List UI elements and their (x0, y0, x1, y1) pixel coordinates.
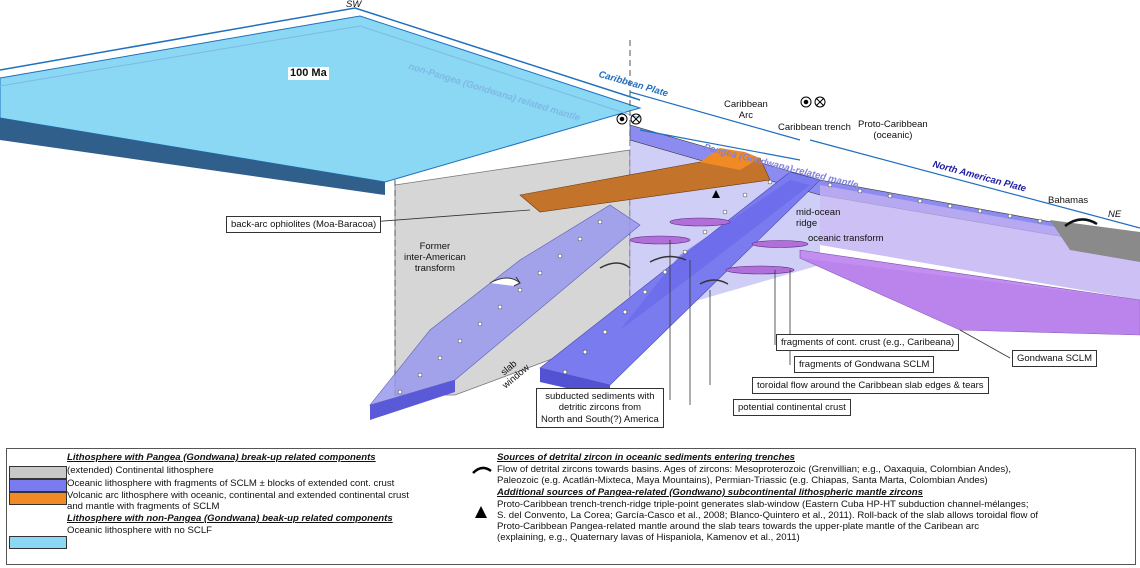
callout-gondwana-sclm: Gondwana SCLM (1012, 350, 1097, 368)
caribbean-trench-label: Caribbean trench (778, 122, 851, 133)
legend-flow-line-1: Flow of detrital zircons towards basins.… (497, 464, 1012, 475)
flow-arrow (699, 279, 729, 285)
slab-western-front (370, 380, 455, 420)
sediment-dots (397, 179, 1043, 395)
flow-arrow-icon (472, 466, 492, 474)
swatch-continental (9, 466, 67, 479)
non-pangea-oceanic-plate-top (0, 15, 642, 183)
triangle-icon (475, 506, 487, 518)
non-pangea-plate-front-edge (0, 118, 385, 195)
callout-toroidal-flow: toroidal flow around the Caribbean slab … (752, 377, 989, 395)
legend-item-oceanic-sclm: Oceanic lithosphere with fragments of SC… (67, 478, 395, 489)
block-diagram: 100 Ma (0, 7, 1140, 420)
legend-heading-pangea: Lithosphere with Pangea (Gondwana) break… (67, 452, 376, 463)
flow-arrow (1064, 218, 1098, 228)
fragment-lens (725, 265, 795, 275)
gondwana-sclm-lower (800, 258, 1140, 335)
legend-panel: Lithosphere with Pangea (Gondwana) break… (6, 448, 1136, 565)
fragment-lens (669, 217, 731, 227)
orientation-ne: NE (1108, 209, 1122, 220)
mid-ocean-ridge-label: mid-ocean ridge (796, 207, 841, 229)
leader-lines (369, 209, 1011, 405)
legend-triple-line-1: Proto-Caribbean trench-trench-ridge trip… (497, 499, 1029, 510)
legend-triple-line-2: S. del Convento, La Corea; García-Casco … (497, 510, 1039, 521)
swatch-oceanic-sclm (9, 479, 67, 492)
plate-outline-line-2 (0, 25, 641, 119)
callout-potential-continental-crust: potential continental crust (733, 399, 851, 417)
legend-triple-line-3: Proto-Caribbean Pangea-related mantle ar… (497, 521, 980, 532)
slab-eastern-2 (620, 180, 810, 330)
callout-subducted-sediments: subducted sediments with detritic zircon… (536, 388, 664, 429)
bahamas-label: Bahamas (1048, 195, 1089, 206)
legend-item-continental: (extended) Continental lithosphere (67, 465, 214, 476)
orientation-sw: SW (346, 0, 362, 10)
callout-back-arc-ophiolites: back-arc ophiolites (Moa-Baracoa) (226, 216, 382, 234)
legend-triple-line-4: (explaining, e.g., Quaternary lavas of H… (497, 532, 800, 543)
legend-item-volcanic-arc: Volcanic arc lithosphere with oceanic, c… (67, 490, 409, 501)
callout-fragments-gondwana-sclm: fragments of Gondwana SCLM (794, 356, 935, 374)
legend-flow-line-2: Paleozoic (e.g. Acatlán-Mixteca, Maya Mo… (497, 475, 988, 486)
proto-caribbean-label: Proto-Caribbean (oceanic) (858, 119, 928, 141)
caribbean-arc-label: Caribbean Arc (724, 99, 768, 121)
bahamas-continental-block (1050, 220, 1140, 262)
oceanic-transform-label: oceanic transform (808, 233, 884, 244)
swatch-oceanic-no-sclf (9, 536, 67, 549)
north-american-plate-surface (820, 185, 1140, 300)
fragment-lens (751, 240, 809, 248)
former-transform-label: Former inter-American transform (404, 241, 466, 274)
age-label: 100 Ma (288, 67, 329, 80)
flow-arrow (599, 262, 631, 269)
swatch-volcanic-arc (9, 492, 67, 505)
legend-item-oceanic-no-sclf: Oceanic lithosphere with no SCLF (67, 525, 213, 536)
legend-heading-non-pangea: Lithosphere with non-Pangea (Gondwana) b… (67, 513, 393, 524)
volcanic-arc-top (700, 148, 760, 170)
legend-heading-sclm-zircons: Additional sources of Pangea-related (Go… (497, 487, 923, 498)
plate-outline-line-1 (0, 7, 641, 101)
flow-arrow (649, 255, 687, 263)
callout-fragments-cont-crust: fragments of cont. crust (e.g., Caribean… (776, 334, 960, 352)
legend-item-volcanic-arc-cont: and mantle with fragments of SCLM (67, 501, 220, 512)
flow-arrow (489, 276, 521, 287)
legend-heading-zircon-sources: Sources of detrital zircon in oceanic se… (497, 452, 796, 463)
motion-symbols (616, 96, 826, 125)
volcanic-arc-lithosphere (519, 157, 771, 213)
fragment-lens (629, 235, 691, 245)
triple-point-triangle (712, 190, 720, 198)
plate-arrows (629, 91, 1140, 229)
